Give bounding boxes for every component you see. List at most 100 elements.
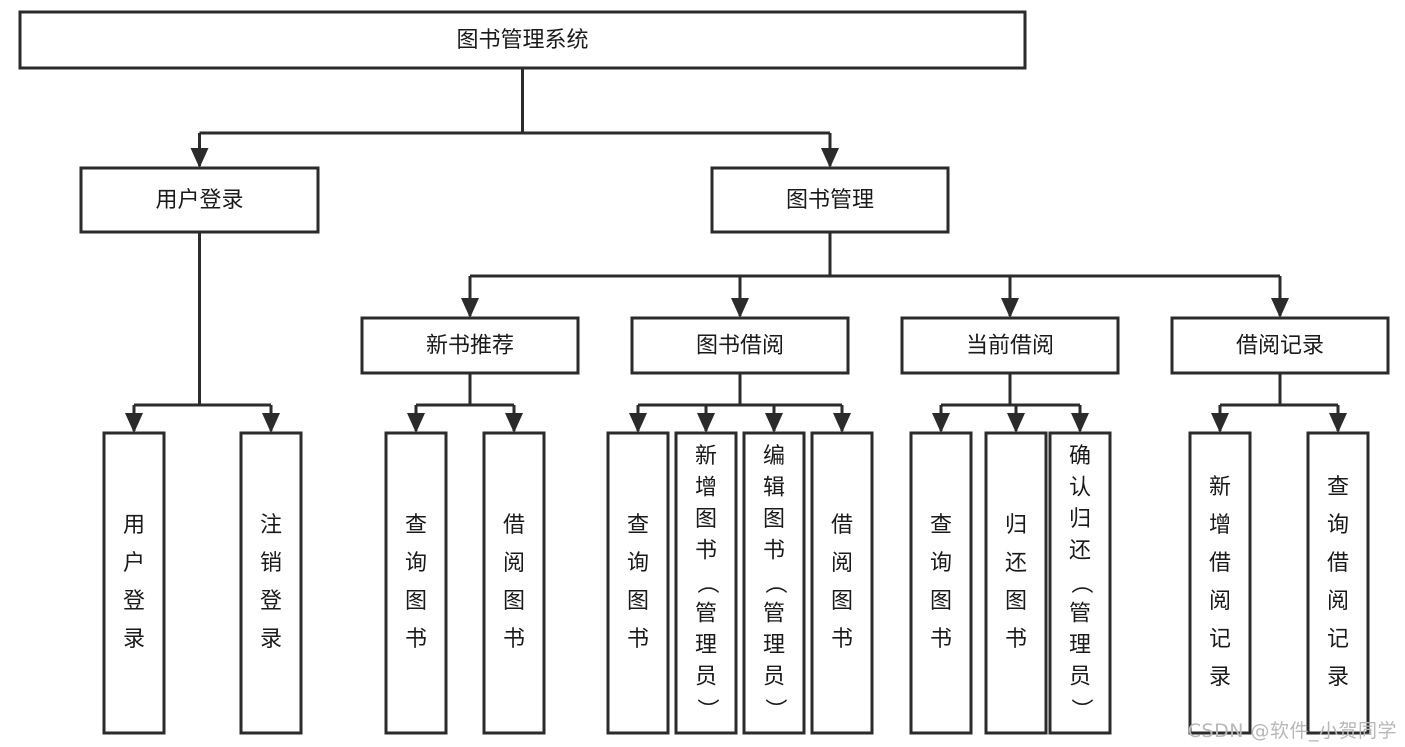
node-layer: 图书管理系统用户登录图书管理新书推荐图书借阅当前借阅借阅记录用户登录注销登录查询… — [18, 10, 1390, 735]
node-rect — [810, 431, 874, 735]
leaf-char: 阅 — [503, 551, 525, 576]
arrow-head-icon — [731, 298, 749, 318]
leaf-char: 阅 — [1209, 589, 1231, 614]
node-label: 用户登录 — [155, 188, 243, 213]
node-rect — [360, 316, 580, 375]
leaf-node-用户登录[interactable]: 用户登录 — [102, 431, 166, 735]
leaf-char: 询 — [627, 551, 649, 576]
leaf-char: 书 — [1005, 627, 1027, 652]
leaf-char: 查 — [1327, 475, 1349, 500]
node-rect — [482, 431, 546, 735]
leaf-char: 管 — [763, 602, 785, 627]
node-label: 新书推荐 — [426, 334, 514, 359]
leaf-char: 理 — [1069, 633, 1091, 658]
leaf-char: 借 — [831, 513, 853, 538]
level3-node-新书推荐[interactable]: 新书推荐 — [360, 316, 580, 375]
leaf-char: 认 — [1069, 475, 1091, 500]
node-rect — [606, 431, 670, 735]
level2-node-用户登录[interactable]: 用户登录 — [79, 166, 320, 234]
arrow-head-icon — [833, 413, 851, 433]
level3-node-图书借阅[interactable]: 图书借阅 — [630, 316, 850, 375]
node-rect — [909, 431, 973, 735]
arrow-head-icon — [190, 148, 209, 168]
leaf-char: 增 — [1209, 513, 1231, 538]
level3-node-当前借阅[interactable]: 当前借阅 — [900, 316, 1120, 375]
arrow-head-icon — [407, 413, 425, 433]
leaf-char: 销 — [260, 551, 282, 576]
leaf-char: 记 — [1327, 627, 1349, 652]
leaf-char: 管 — [1069, 602, 1091, 627]
watermark-label: CSDN @软件_小贺同学 — [1187, 720, 1397, 742]
leaf-char: 书 — [695, 538, 717, 563]
leaf-char: 管 — [695, 602, 717, 627]
leaf-char: 查 — [405, 513, 427, 538]
leaf-char: 理 — [763, 633, 785, 658]
node-rect — [742, 431, 806, 735]
node-rect — [1188, 431, 1252, 735]
leaf-char: 询 — [1327, 513, 1349, 538]
leaf-char: 还 — [1005, 551, 1027, 576]
leaf-char: 员 — [1069, 665, 1091, 690]
leaf-char: 录 — [260, 627, 282, 652]
node-rect — [900, 316, 1120, 375]
level2-node-图书管理[interactable]: 图书管理 — [710, 166, 950, 234]
leaf-char: 借 — [503, 513, 525, 538]
node-rect — [102, 431, 166, 735]
leaf-char: 注 — [260, 513, 282, 538]
level3-node-借阅记录[interactable]: 借阅记录 — [1170, 316, 1390, 375]
leaf-char: 归 — [1069, 507, 1091, 532]
leaf-char: 图 — [930, 589, 952, 614]
leaf-char: 图 — [405, 589, 427, 614]
leaf-char: 图 — [1005, 589, 1027, 614]
leaf-char: 录 — [1209, 665, 1231, 690]
leaf-char: 编 — [763, 444, 785, 469]
leaf-char: 员 — [695, 665, 717, 690]
leaf-char: 辑 — [763, 475, 785, 500]
leaf-char: 记 — [1209, 627, 1231, 652]
leaf-char: 书 — [930, 627, 952, 652]
leaf-char: 图 — [763, 507, 785, 532]
node-rect — [384, 431, 448, 735]
leaf-char: 录 — [1327, 665, 1349, 690]
node-rect — [18, 10, 1027, 70]
leaf-char: 图 — [695, 507, 717, 532]
leaf-char: 书 — [763, 538, 785, 563]
leaf-char: 理 — [695, 633, 717, 658]
node-label: 图书借阅 — [696, 334, 784, 359]
root-node-图书管理系统[interactable]: 图书管理系统 — [18, 10, 1027, 70]
node-rect — [674, 431, 738, 735]
leaf-char: 询 — [930, 551, 952, 576]
arrow-head-icon — [1007, 413, 1025, 433]
leaf-vertical-label: 用户登录 — [123, 513, 145, 652]
leaf-char: 图 — [831, 589, 853, 614]
arrow-head-icon — [697, 413, 715, 433]
arrow-head-icon — [765, 413, 783, 433]
arrow-head-icon — [1329, 413, 1347, 433]
leaf-char: 确 — [1069, 444, 1091, 469]
arrow-head-icon — [1271, 298, 1289, 318]
leaf-char: 书 — [627, 627, 649, 652]
node-label: 图书管理 — [786, 188, 874, 213]
leaf-char: （ — [762, 572, 787, 594]
leaf-char: 增 — [695, 475, 717, 500]
